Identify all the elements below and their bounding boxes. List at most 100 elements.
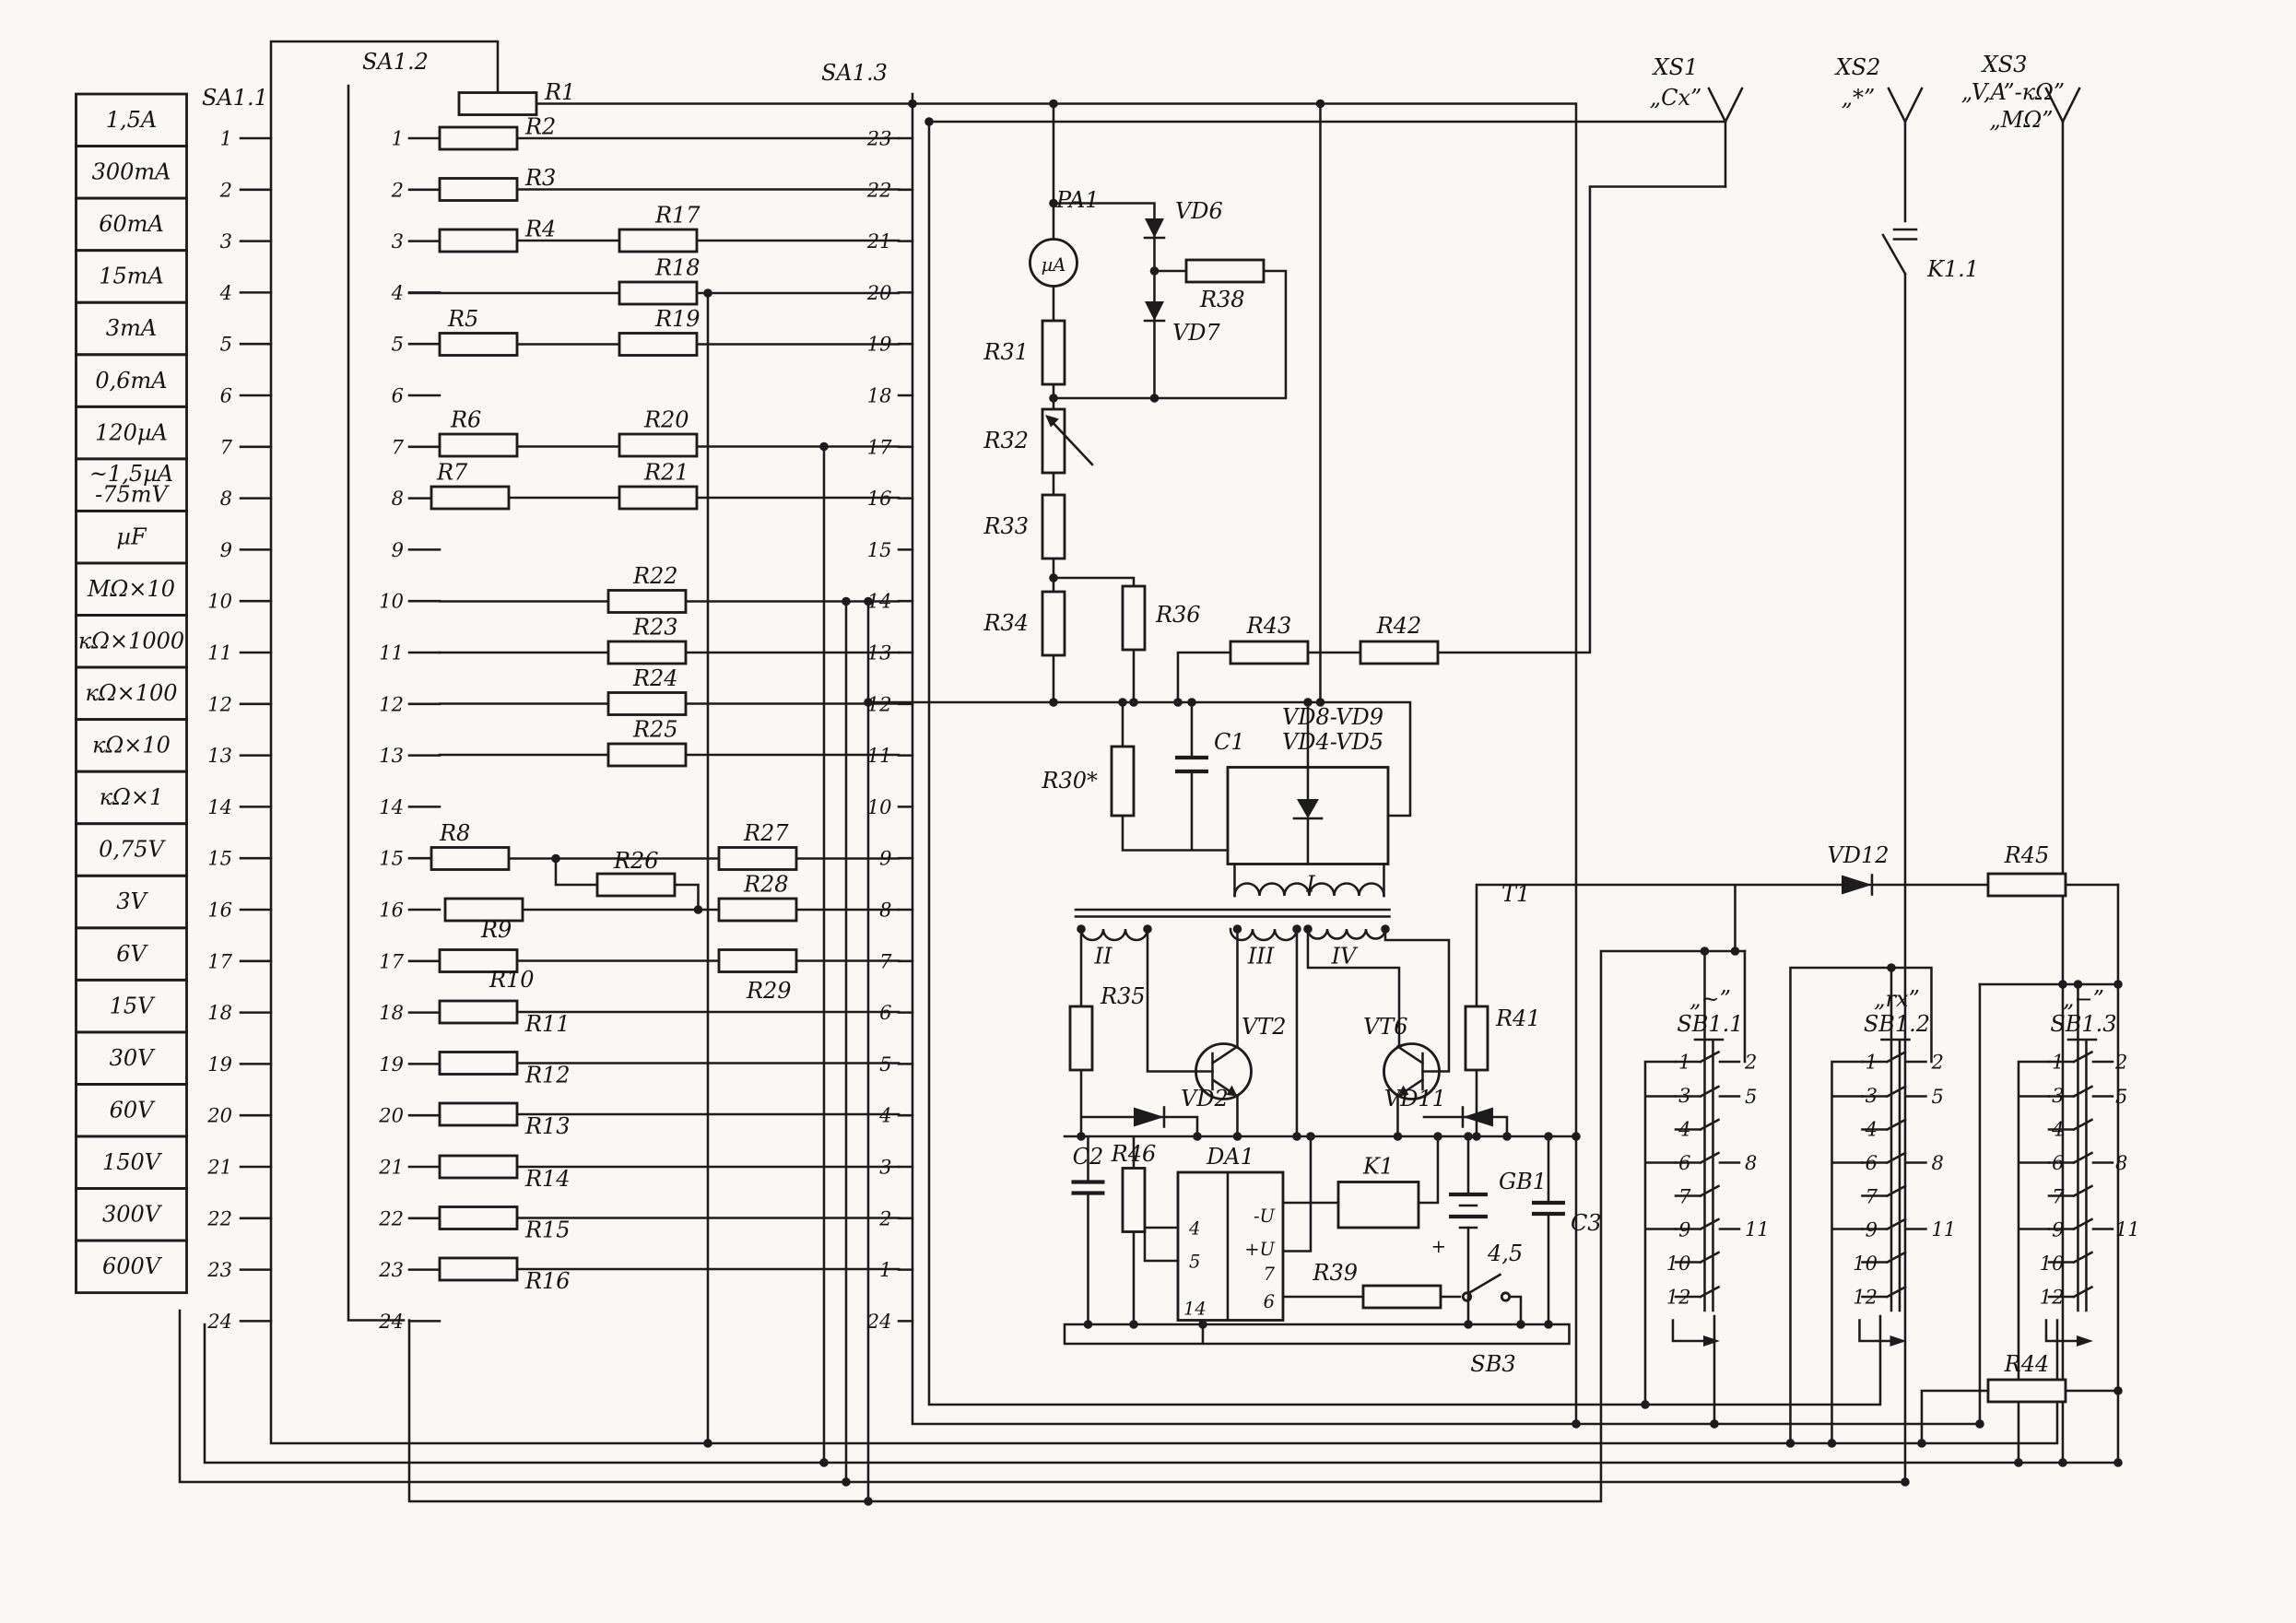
resistor-r11: [438, 999, 519, 1025]
r23-label: R23: [632, 615, 678, 641]
r32-wiper-arrow: [1046, 416, 1094, 466]
sa13-contact: 19: [867, 334, 892, 356]
sb11-contact: 10: [1666, 1253, 1691, 1275]
resistor-r18: [618, 280, 699, 306]
sa11-contact: 21: [206, 1156, 232, 1178]
sa13-contact: 15: [867, 539, 892, 561]
resistor-r29: [717, 948, 798, 973]
sb13-contact: 12: [2040, 1287, 2065, 1309]
resistor-r43: [1229, 640, 1310, 665]
resistor-r1: [457, 91, 538, 116]
sb13-contact: 4: [2051, 1118, 2064, 1140]
sb11-contact: 4: [1678, 1118, 1690, 1140]
sa11-contact: 23: [206, 1259, 232, 1281]
sa11-contact: 14: [207, 796, 232, 818]
resistor-r10: [438, 948, 519, 973]
r8-label: R8: [439, 820, 470, 846]
r42-label: R42: [1376, 613, 1422, 639]
r10-label: R10: [489, 967, 535, 993]
resistor-r25: [606, 742, 688, 768]
r7-label: R7: [436, 460, 468, 486]
sa13-contact: 3: [879, 1156, 891, 1178]
resistor-r32: [1041, 407, 1066, 475]
r16-label: R16: [524, 1268, 571, 1294]
sa13-contact: 24: [866, 1311, 892, 1333]
sa13-contact: 18: [867, 385, 892, 407]
range-label: 3V: [116, 888, 148, 914]
wiring: [178, 40, 2120, 1503]
vd12-diode-icon: [1841, 875, 1872, 895]
resistor-r45: [1986, 872, 2067, 898]
range-label: 600V: [102, 1253, 163, 1279]
sb12-contact: 7: [1866, 1185, 1878, 1207]
winding2-label: II: [1093, 943, 1112, 969]
r31-label: R31: [983, 339, 1029, 365]
r19-label: R19: [654, 306, 701, 332]
vt2-emitter-arrow-icon: [1226, 1085, 1238, 1097]
sb12-contact: 12: [1853, 1287, 1878, 1309]
sb11-contact: 11: [1745, 1218, 1770, 1241]
k1-box: [1336, 1181, 1420, 1229]
xs2-sub-label: „*”: [1842, 85, 1876, 111]
sb12-contact: 4: [1865, 1118, 1878, 1140]
block-arrow-icon: [1702, 1335, 1720, 1347]
sa13-contact: 23: [866, 128, 892, 150]
resistor-r33: [1041, 493, 1066, 560]
sa11-contact: 5: [220, 334, 232, 356]
t1-label: T1: [1501, 881, 1530, 907]
c2-label: C2: [1073, 1144, 1104, 1170]
da1-box: [1176, 1170, 1285, 1322]
sb12-contact: 3: [1866, 1085, 1878, 1107]
resistor-r5: [438, 332, 519, 357]
sb12-contact: 1: [1866, 1051, 1878, 1073]
sa11-contact: 19: [207, 1053, 232, 1076]
range-label: 150V: [102, 1149, 163, 1175]
sb13-contact: 8: [2115, 1152, 2127, 1174]
sb12-label: SB1.2: [1864, 1011, 1930, 1037]
vd7-diode-icon: [1144, 301, 1164, 322]
sa11-contact: 8: [220, 488, 232, 510]
battery-plus-label: +: [1431, 1236, 1446, 1257]
r24-label: R24: [632, 665, 678, 691]
vd12-label: VD12: [1827, 842, 1889, 868]
sb11-contact: 3: [1678, 1085, 1690, 1107]
r6-label: R6: [450, 407, 481, 433]
resistor-r28: [717, 897, 798, 923]
battery-gb1: [1448, 1192, 1488, 1229]
button-sb3: [1461, 1273, 1512, 1302]
resistor-r8: [430, 846, 511, 871]
sb11-contact: 6: [1678, 1152, 1690, 1174]
diodes: [1133, 218, 1874, 1128]
range-label: кΩ×1000: [78, 629, 184, 654]
resistor-r35: [1068, 1005, 1094, 1072]
xs3-sub2-label: „MΩ”: [1989, 107, 2053, 133]
r46-label: R46: [1111, 1141, 1157, 1167]
vt2-label: VT2: [1242, 1014, 1287, 1040]
sb13-contact: 7: [2052, 1185, 2065, 1207]
sa12-contact: 3: [392, 230, 404, 253]
range-label: 15V: [110, 993, 157, 1018]
sa13-contact: 14: [867, 591, 892, 613]
sb11-contact: 9: [1678, 1219, 1690, 1241]
sb12-contact: 2: [1930, 1051, 1943, 1073]
winding-4-coil: [1306, 927, 1387, 940]
sa11-contact: 9: [220, 539, 232, 561]
r29-label: R29: [746, 978, 792, 1004]
r18-label: R18: [654, 255, 701, 281]
r2-label: R2: [524, 114, 556, 140]
resistor-r7: [430, 485, 511, 511]
sa11-contact: 1: [220, 128, 232, 150]
resistor-r30: [1110, 745, 1136, 817]
resistor-r24: [606, 691, 688, 716]
sb13-contact: 10: [2040, 1253, 2065, 1275]
r1-label: R1: [544, 79, 575, 105]
da1-minus-u-label: -U: [1254, 1205, 1276, 1227]
sa12-contact: 12: [379, 693, 404, 715]
sa11-contact: 16: [207, 899, 232, 921]
sa11-contact: 4: [219, 282, 232, 304]
sa12-contact: 10: [379, 591, 404, 613]
